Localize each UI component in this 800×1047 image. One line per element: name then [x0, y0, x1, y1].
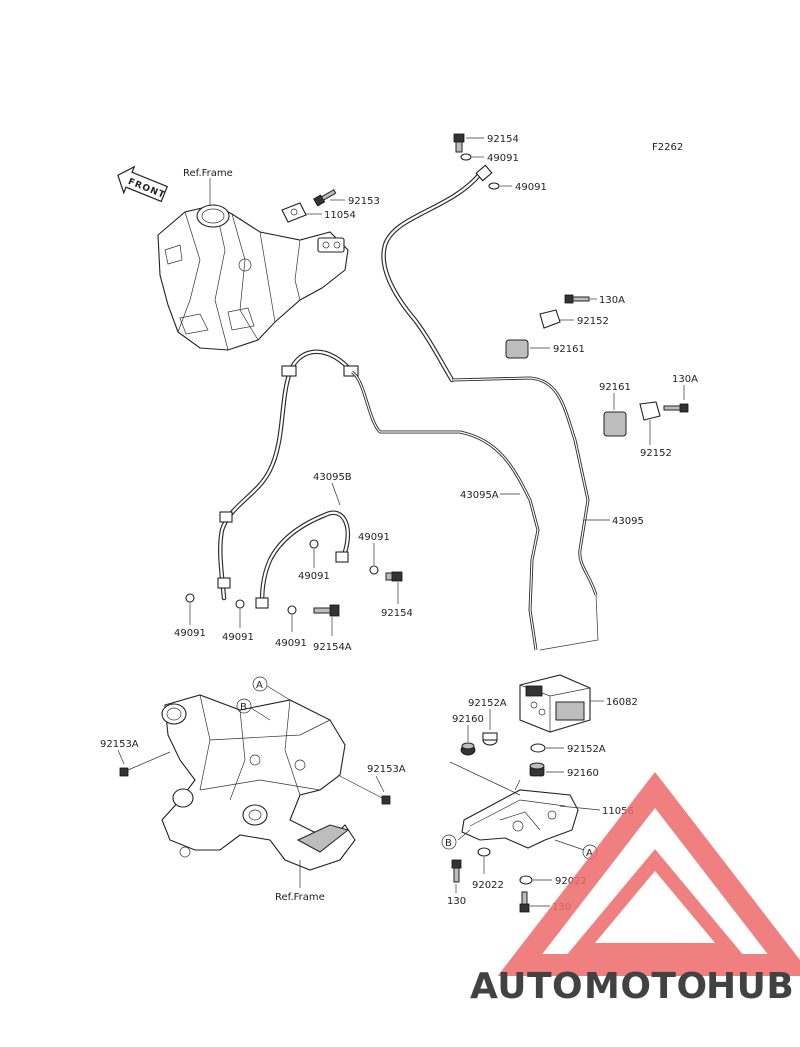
watermark-hub: HUB	[706, 966, 794, 1007]
callout-49091-top2: 49091	[515, 182, 547, 193]
callout-92154-mid: 92154	[381, 608, 413, 619]
grommet-92161-2-icon	[603, 411, 627, 437]
marker-A-top: A	[256, 680, 263, 691]
callout-49091-l1: 49091	[174, 628, 206, 639]
callout-92161-1: 92161	[553, 344, 585, 355]
callout-92152-1: 92152	[577, 316, 609, 327]
washer-92022-2-icon	[519, 875, 533, 885]
callout-49091-l2: 49091	[222, 632, 254, 643]
ref-frame-label-top: Ref.Frame	[183, 168, 233, 179]
bolt-92153A-1-icon	[119, 751, 171, 777]
callout-43095A: 43095A	[460, 490, 499, 501]
callout-130-1: 130	[447, 896, 466, 907]
bolt-92154-mid-icon	[385, 571, 403, 582]
callout-92152A-1: 92152A	[468, 698, 507, 709]
marker-B-top: B	[240, 702, 247, 713]
hose-upper-right	[381, 164, 493, 383]
frame-top-drawing	[157, 204, 349, 351]
callout-43095B: 43095B	[313, 472, 352, 483]
bolt-92154A-icon	[313, 604, 340, 617]
callout-92153A-2: 92153A	[367, 764, 406, 775]
bolt-130A-2-icon	[663, 403, 689, 413]
frame-bottom-drawing	[161, 694, 356, 871]
callout-92160-2: 92160	[567, 768, 599, 779]
callout-16082: 16082	[606, 697, 638, 708]
callout-49091-top1: 49091	[487, 153, 519, 164]
callout-130A-2: 130A	[672, 374, 698, 385]
washer-49091-l2-icon	[235, 599, 245, 609]
callout-92152A-2: 92152A	[567, 744, 606, 755]
hose-43095B	[255, 510, 351, 609]
bolt-130-1-icon	[451, 859, 462, 883]
callout-130A-1: 130A	[599, 295, 625, 306]
washer-49091-l3-icon	[287, 605, 297, 615]
front-arrow-icon: FRONT	[117, 165, 169, 203]
callout-11054: 11054	[324, 210, 356, 221]
washer-49091-m1-icon	[369, 565, 379, 575]
bolt-92153A-2-icon	[337, 774, 391, 805]
callout-92153: 92153	[348, 196, 380, 207]
bolt-130-2-icon	[519, 891, 530, 913]
washer-49091-top1-icon	[460, 153, 472, 161]
ref-frame-label-bottom: Ref.Frame	[275, 892, 325, 903]
marker-B-bottom: B	[445, 838, 452, 849]
grommet-92160-2-icon	[529, 762, 545, 777]
callout-92160-1: 92160	[452, 714, 484, 725]
pipe-43095A	[351, 370, 540, 651]
pipe-43095	[451, 376, 598, 596]
callout-43095: 43095	[612, 516, 644, 527]
bolt-130A-1-icon	[564, 294, 590, 304]
automotohub-watermark-logo: AUTO MOTO HUB	[470, 771, 800, 1007]
watermark-auto: AUTO	[470, 966, 583, 1007]
callout-49091-l3: 49091	[275, 638, 307, 649]
diagram-code: F2262	[652, 142, 683, 153]
callout-49091-m1: 49091	[358, 532, 390, 543]
callout-92152-2: 92152	[640, 448, 672, 459]
washer-49091-l1-icon	[185, 593, 195, 603]
callout-92022-1: 92022	[472, 880, 504, 891]
grommet-92161-1-icon	[505, 339, 529, 359]
callout-11056: 11056	[602, 806, 634, 817]
bolt-92154-top-icon	[453, 133, 465, 153]
watermark-moto: MOTO	[584, 966, 708, 1007]
bracket-11056	[461, 779, 579, 849]
washer-49091-top2-icon	[488, 182, 500, 190]
clamp-92152-1-icon	[539, 309, 561, 329]
collar-92152A-2-icon	[530, 743, 546, 753]
clamp-92152-2-icon	[639, 401, 661, 421]
callout-92154A: 92154A	[313, 642, 352, 653]
collar-92152A-1-icon	[482, 732, 498, 746]
bolt-92153-icon	[313, 189, 337, 207]
callout-92154-top: 92154	[487, 134, 519, 145]
grommet-92160-1-icon	[460, 742, 476, 756]
abs-unit-16082	[519, 674, 591, 733]
callout-49091-m2: 49091	[298, 571, 330, 582]
hose-middle-left	[217, 349, 359, 601]
washer-49091-m2-icon	[309, 539, 319, 549]
washer-92022-1-icon	[477, 847, 491, 857]
callout-92161-2: 92161	[599, 382, 631, 393]
callout-92153A-1: 92153A	[100, 739, 139, 750]
marker-A-bottom: A	[586, 848, 593, 859]
clamp-11054-icon	[281, 202, 307, 223]
